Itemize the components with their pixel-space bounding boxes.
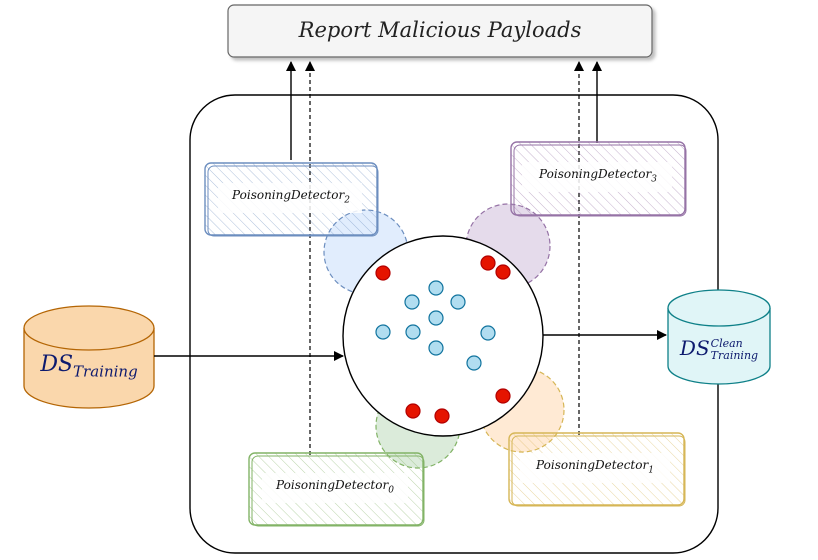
detector0-box [248, 452, 425, 527]
detector2-name: PoisoningDetector [232, 188, 345, 202]
clean-point [428, 280, 444, 296]
clean-point [405, 324, 421, 340]
detector0-label: PoisoningDetector0 [263, 478, 407, 495]
report-box [227, 4, 653, 58]
detector3-index: 3 [651, 174, 657, 185]
training-dataset-sub: Training [73, 362, 138, 381]
poison-point [434, 408, 450, 424]
training-dataset-main: DS [40, 352, 74, 377]
poison-points [375, 255, 511, 424]
clean-point [428, 340, 444, 356]
clean-point [428, 310, 444, 326]
detector2-label: PoisoningDetector2 [220, 188, 362, 205]
clean-dataset-cylinder [667, 289, 771, 385]
clean-point [375, 324, 391, 340]
clean-point [450, 294, 466, 310]
clean-point [466, 355, 482, 371]
detector2-index: 2 [344, 195, 350, 206]
training-dataset-label: DSTraining [22, 352, 156, 380]
detector3-name: PoisoningDetector [539, 167, 652, 181]
clean-dataset-sup: Clean [710, 336, 743, 350]
detector1-index: 1 [648, 465, 654, 476]
poison-point [495, 264, 511, 280]
poison-point [480, 255, 496, 271]
poison-point [495, 388, 511, 404]
detector3-label: PoisoningDetector3 [524, 167, 672, 184]
poison-point [375, 265, 391, 281]
clean-dataset-sub: Training [710, 348, 759, 362]
detector0-index: 0 [388, 485, 394, 496]
poison-point [405, 403, 421, 419]
clean-point [404, 294, 420, 310]
dataset-circle [342, 235, 544, 437]
clean-dataset-main: DS [679, 336, 710, 360]
detector1-box [508, 432, 686, 507]
detector2-box [204, 162, 379, 237]
detector3-box [510, 141, 687, 217]
clean-point [480, 325, 496, 341]
clean-points [375, 280, 496, 371]
detector1-label: PoisoningDetector1 [521, 458, 669, 475]
detector0-name: PoisoningDetector [276, 478, 389, 492]
report-title: Report Malicious Payloads [298, 18, 582, 42]
training-dataset-cylinder [23, 305, 155, 409]
detector1-name: PoisoningDetector [536, 458, 649, 472]
